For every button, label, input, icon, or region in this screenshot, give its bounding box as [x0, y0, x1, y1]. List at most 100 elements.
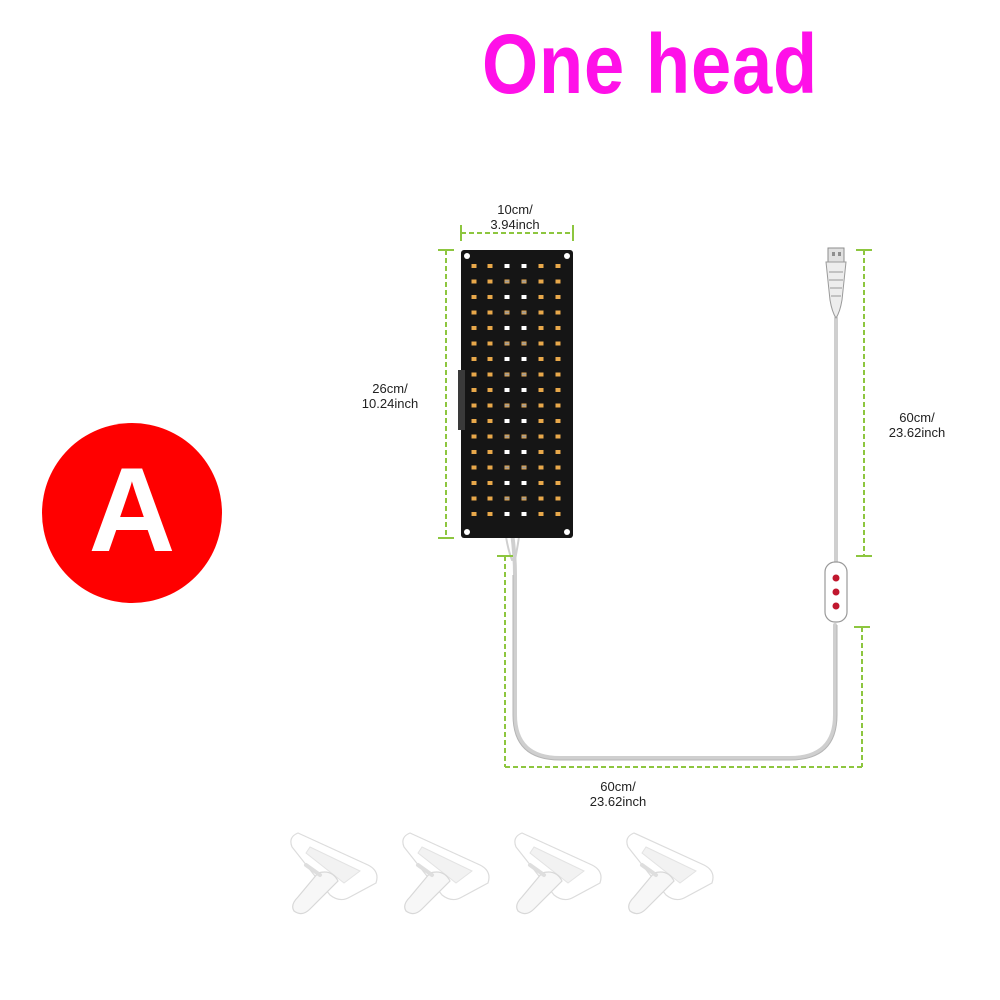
led-chip [521, 512, 527, 516]
led-chip [487, 481, 493, 485]
led-chip [538, 465, 544, 470]
led-chip [555, 388, 561, 392]
led-chip [555, 465, 561, 470]
led-chip [487, 512, 493, 516]
panel-width-metric: 10cm/ [497, 202, 533, 217]
variant-badge: A [42, 423, 222, 603]
adhesive-clip-icon [514, 832, 602, 915]
led-chip [487, 264, 493, 268]
led-chip [487, 388, 493, 392]
led-chip [538, 264, 544, 268]
led-chip [555, 434, 561, 439]
led-chip [504, 264, 510, 268]
adhesive-clip-icon [402, 832, 490, 915]
led-chip [522, 311, 526, 314]
dimension-lines [438, 225, 872, 768]
led-chip [521, 326, 527, 330]
led-chip [521, 419, 527, 423]
led-chip [487, 465, 493, 470]
led-chip [538, 496, 544, 501]
panel-height-metric: 26cm/ [372, 381, 408, 396]
led-chip [538, 341, 544, 346]
panel-width-imperial: 3.94inch [490, 217, 540, 232]
led-chip [471, 326, 477, 330]
led-chip [504, 450, 510, 454]
led-chip [538, 310, 544, 315]
led-chip [505, 404, 509, 407]
led-chip [471, 496, 477, 501]
led-chip [555, 450, 561, 454]
cable-bottom-dimension [497, 555, 870, 768]
led-chip [487, 419, 493, 423]
led-chip [505, 342, 509, 345]
adhesive-clip-icon [626, 832, 714, 915]
led-chip [538, 372, 544, 377]
led-chip [538, 326, 544, 330]
led-chip [521, 481, 527, 485]
led-chip [471, 279, 477, 284]
led-chip [487, 310, 493, 315]
led-chip [555, 496, 561, 501]
led-chip [555, 279, 561, 284]
mount-hole [464, 529, 470, 535]
panel-height-label: 26cm/ 10.24inch [330, 381, 450, 411]
led-chip [487, 403, 493, 408]
led-chip [521, 264, 527, 268]
led-chip [521, 295, 527, 299]
led-chip [471, 465, 477, 470]
led-chip [471, 481, 477, 485]
panel-width-label: 10cm/ 3.94inch [440, 202, 590, 232]
led-chip [521, 450, 527, 454]
mount-hole [464, 253, 470, 259]
led-chip [504, 295, 510, 299]
panel-width-dimension [460, 225, 574, 241]
led-chip [522, 497, 526, 500]
led-chip [505, 466, 509, 469]
led-chip [538, 295, 544, 299]
cable-outline [512, 575, 838, 761]
panel-height-imperial: 10.24inch [361, 396, 419, 411]
led-chip [538, 419, 544, 423]
led-chip [471, 372, 477, 377]
cable-bottom-metric: 60cm/ [600, 779, 636, 794]
led-chip [538, 450, 544, 454]
variant-letter: A [88, 443, 176, 577]
cable-bottom-label: 60cm/ 23.62inch [563, 779, 673, 809]
led-chip [471, 357, 477, 361]
led-chip [522, 466, 526, 469]
led-chip [471, 403, 477, 408]
led-chip [487, 496, 493, 501]
led-chip [504, 326, 510, 330]
led-chip [504, 388, 510, 392]
led-chip [505, 280, 509, 283]
led-chip [504, 512, 510, 516]
led-chip [521, 357, 527, 361]
led-chip [504, 481, 510, 485]
led-chip [487, 295, 493, 299]
led-chip [555, 419, 561, 423]
led-chip [522, 342, 526, 345]
led-chip [521, 388, 527, 392]
cable-right-label: 60cm/ 23.62inch [862, 410, 972, 440]
led-chip [555, 326, 561, 330]
clips-row [290, 832, 714, 915]
led-grid [471, 264, 561, 516]
led-chip [504, 357, 510, 361]
panel-height-dimension [438, 249, 454, 539]
led-chip [538, 434, 544, 439]
led-chip [538, 481, 544, 485]
adhesive-clip-icon [290, 832, 378, 915]
led-chip [487, 341, 493, 346]
led-chip [487, 279, 493, 284]
led-chip [538, 388, 544, 392]
mount-hole [564, 253, 570, 259]
led-chip [471, 419, 477, 423]
led-chip [538, 403, 544, 408]
led-chip [538, 357, 544, 361]
cable-right-dimension [856, 249, 872, 557]
led-chip [555, 357, 561, 361]
led-chip [487, 372, 493, 377]
led-chip [471, 310, 477, 315]
led-chip [505, 373, 509, 376]
